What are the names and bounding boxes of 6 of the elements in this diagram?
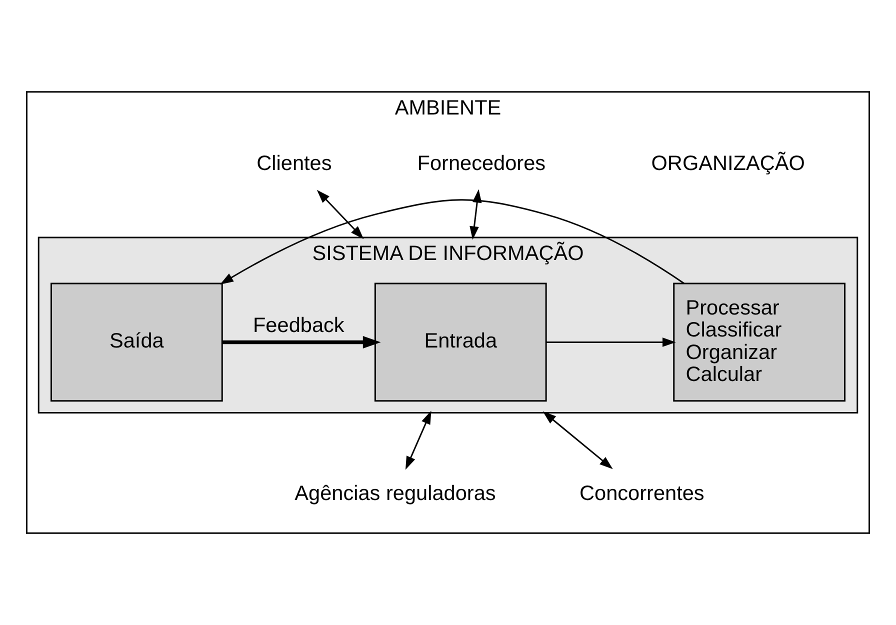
label: ORGANIZAÇÃO	[651, 152, 805, 176]
node-text: Clientes	[256, 152, 332, 176]
node-text: Concorrentes	[580, 482, 704, 506]
node-text: Agências reguladoras	[294, 482, 496, 506]
node-text: Fornecedores	[417, 152, 546, 176]
edge-label: Feedback	[252, 314, 344, 338]
